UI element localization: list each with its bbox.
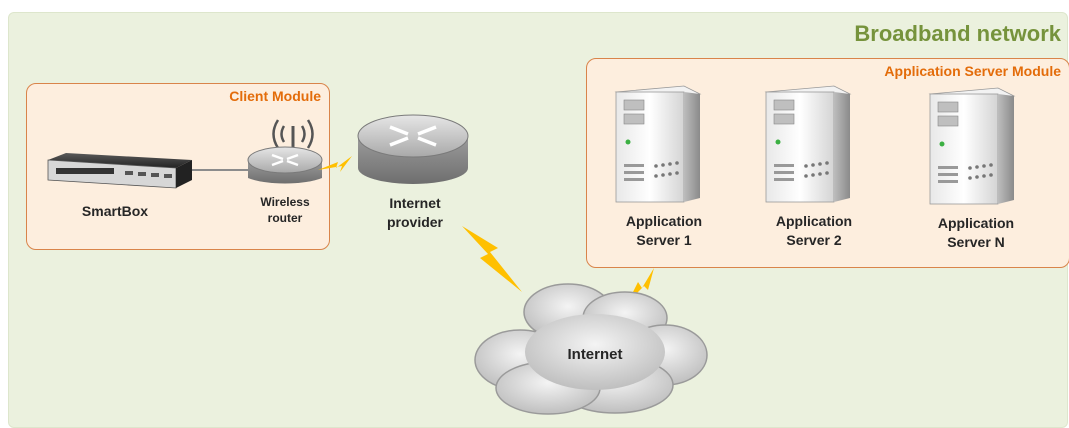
- server-n-label: Application Server N: [916, 214, 1036, 252]
- internet-provider-label-line2: provider: [386, 213, 443, 230]
- server-1-label-line1: Application: [625, 213, 703, 229]
- internet-provider-icon: [357, 114, 469, 184]
- server-1-label: Application Server 1: [604, 212, 724, 250]
- wireless-router-label-line2: router: [267, 211, 303, 226]
- lightning-router-provider: [318, 156, 352, 172]
- server-2-label-line2: Server 2: [786, 231, 842, 248]
- wireless-router-label-line1: Wireless: [260, 195, 310, 209]
- server-2-label-line1: Application: [775, 213, 853, 229]
- server-n-label-line1: Application: [937, 215, 1015, 231]
- server-1-label-line2: Server 1: [636, 231, 692, 248]
- internet-label: Internet: [567, 346, 623, 363]
- lightning-provider-internet: [462, 226, 522, 292]
- server-2-icon: [764, 85, 852, 203]
- internet-cloud-icon: [474, 283, 708, 415]
- server-n-icon: [928, 87, 1016, 205]
- server-module-title: Application Server Module: [884, 63, 1061, 79]
- server-2-label: Application Server 2: [754, 212, 874, 250]
- wireless-router-label: Wireless router: [240, 194, 330, 226]
- internet-provider-label-line1: Internet: [389, 195, 441, 211]
- client-module-title: Client Module: [229, 88, 321, 104]
- server-n-label-line2: Server N: [947, 233, 1005, 250]
- internet-provider-label: Internet provider: [360, 194, 470, 232]
- smartbox-label: SmartBox: [81, 203, 149, 219]
- smartbox-icon: [47, 153, 192, 189]
- server-1-icon: [614, 85, 702, 203]
- wireless-router-icon: [247, 119, 323, 184]
- diagram-title: Broadband network: [854, 21, 1061, 46]
